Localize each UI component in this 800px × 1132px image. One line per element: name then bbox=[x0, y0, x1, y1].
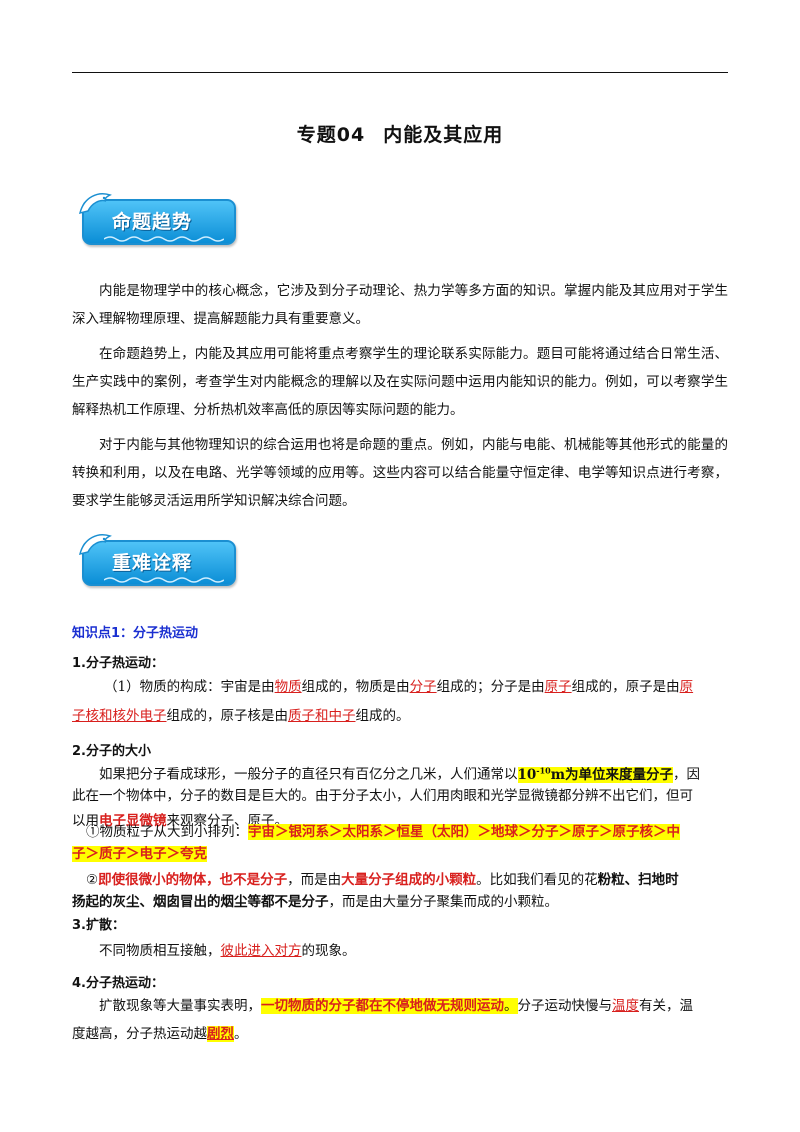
section-heading-2: 2.分子的大小 bbox=[72, 744, 151, 759]
title-text: 内能及其应用 bbox=[383, 124, 504, 146]
dolphin-icon bbox=[78, 534, 112, 556]
banner-label: 重难诠释 bbox=[112, 552, 193, 574]
structure-line-2: 子核和核外电子组成的，原子核是由质子和中子组成的。 bbox=[72, 708, 410, 724]
banner-label: 命题趋势 bbox=[112, 211, 193, 233]
particle-line-1: ②即使很微小的物体，也不是分子，而是由大量分子组成的小颗粒。比如我们看见的花粉粒… bbox=[86, 872, 679, 888]
diffusion-line: 不同物质相互接触，彼此进入对方的现象。 bbox=[99, 943, 356, 959]
header-rule bbox=[72, 72, 728, 73]
trend-banner: 命题趋势 bbox=[76, 187, 238, 251]
page-title: 专题04 内能及其应用 bbox=[0, 120, 800, 147]
size-line-2: 此在一个物体中，分子的数目是巨大的。由于分子太小，人们用肉眼和光学显微镜都分辨不… bbox=[72, 788, 693, 804]
section-heading-1: 1.分子热运动： bbox=[72, 656, 164, 671]
trend-paragraph-3: 对于内能与其他物理知识的综合运用也将是命题的重点。例如，内能与电能、机械能等其他… bbox=[72, 437, 728, 509]
key-points-banner: 重难诠释 bbox=[76, 528, 238, 592]
trend-paragraph-2: 在命题趋势上，内能及其应用可能将重点考察学生的理论联系实际能力。题目可能将通过结… bbox=[72, 346, 728, 418]
knowledge-point-label: 知识点1：分子热运动 bbox=[72, 626, 199, 641]
order-line-1: ①物质粒子从大到小排列：宇宙＞银河系＞太阳系＞恒星（太阳）＞地球＞分子＞原子＞原… bbox=[86, 824, 680, 840]
section-heading-3: 3.扩散： bbox=[72, 918, 125, 933]
section-heading-4: 4.分子热运动： bbox=[72, 976, 164, 991]
particle-line-2: 扬起的灰尘、烟囱冒出的烟尘等都不是分子，而是由大量分子聚集而成的小颗粒。 bbox=[72, 894, 558, 910]
structure-line-1: （1）物质的构成：宇宙是由物质组成的，物质是由分子组成的；分子是由原子组成的，原… bbox=[104, 679, 694, 695]
order-line-2: 子＞质子＞电子＞夸克 bbox=[72, 846, 207, 862]
thermal-line-1: 扩散现象等大量事实表明，一切物质的分子都在不停地做无规则运动。分子运动快慢与温度… bbox=[99, 998, 693, 1014]
size-line-1: 如果把分子看成球形，一般分子的直径只有百亿分之几米，人们通常以10-10m为单位… bbox=[99, 765, 701, 783]
wave-decoration-icon bbox=[104, 236, 224, 242]
dolphin-icon bbox=[78, 193, 112, 215]
title-number: 专题04 bbox=[296, 124, 366, 146]
wave-decoration-icon bbox=[104, 577, 224, 583]
trend-paragraph-1: 内能是物理学中的核心概念，它涉及到分子动理论、热力学等多方面的知识。掌握内能及其… bbox=[72, 283, 728, 327]
thermal-line-2: 度越高，分子热运动越剧烈。 bbox=[72, 1026, 248, 1042]
